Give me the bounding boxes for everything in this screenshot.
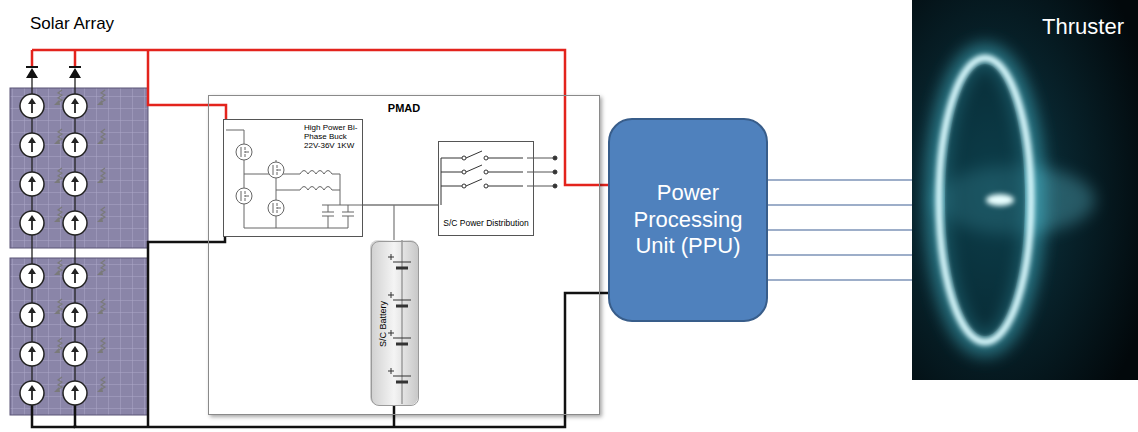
switch-symbol [462, 156, 466, 160]
solar-cell [63, 207, 105, 235]
thruster-image [986, 194, 1014, 206]
solar-array: Solar Array [8, 50, 150, 425]
battery-cell [388, 254, 394, 374]
buck-circuit [300, 171, 332, 175]
switch-symbol [488, 158, 523, 186]
battery-box: S/C Battery [371, 241, 419, 406]
wire [148, 50, 226, 119]
solar-panel [10, 258, 148, 415]
buck-circuit [322, 205, 334, 228]
wire [768, 179, 912, 180]
solar-cell [20, 90, 105, 405]
thruster-image [945, 64, 1025, 336]
ppu-box: Power Processing Unit (PPU) [608, 118, 768, 322]
switch-symbol [466, 151, 482, 186]
switch-symbol [484, 156, 488, 160]
battery-cell [393, 262, 411, 376]
solar-cell [20, 90, 62, 118]
diode-symbol [26, 50, 148, 78]
solar-cell [63, 377, 105, 405]
thruster-photo: Thruster [912, 0, 1138, 380]
pmad-box: PMAD High Power Bi-Phase Buck 22V-36V 1KW… [208, 95, 600, 415]
solar-cell [20, 299, 62, 327]
battery-cell [393, 205, 394, 240]
switch-symbol [441, 158, 442, 205]
solar-cell [20, 168, 62, 196]
switch-symbol [553, 170, 557, 174]
solar-panel [10, 88, 148, 415]
thruster-image [912, 0, 1138, 380]
buck-circuit [244, 220, 348, 228]
solar-cell [63, 260, 105, 288]
battery-cell [396, 268, 408, 382]
switch-symbol [527, 158, 553, 186]
solar-cell [63, 168, 105, 196]
return-wire [148, 236, 394, 427]
switch-symbol [441, 151, 557, 205]
buck-circuit [322, 174, 362, 205]
battery-cell [402, 240, 403, 404]
box-title: PMAD [388, 102, 420, 114]
return-wire [148, 236, 225, 427]
switch-symbol [553, 184, 557, 188]
solar-cell [63, 129, 105, 157]
string-wire [32, 78, 75, 427]
solar-cell [63, 338, 105, 366]
mosfet-symbol [268, 162, 284, 178]
battery-cell [388, 205, 411, 404]
mosfet-symbol [236, 144, 284, 216]
distribution-box: S/C Power Distribution [438, 141, 534, 236]
wire [768, 229, 912, 230]
solar-cell [63, 90, 105, 118]
wire [768, 204, 912, 205]
thruster-image [937, 55, 1033, 345]
switch-symbol [484, 184, 488, 188]
battery-label: S/C Battery [378, 300, 388, 346]
diode-symbol [26, 68, 81, 78]
return-wire [393, 405, 396, 427]
ppu-label: Power Processing Unit (PPU) [620, 180, 756, 259]
thruster-image [912, 0, 1138, 380]
switch-symbol [462, 184, 466, 188]
switch-symbol [553, 156, 557, 160]
wire [768, 279, 912, 280]
solar-cell [20, 129, 62, 157]
solar-cell [20, 338, 62, 366]
switch-symbol [462, 170, 466, 174]
thruster-label: Thruster [1042, 14, 1124, 40]
thruster-image [939, 58, 1031, 342]
battery-fill [370, 240, 418, 405]
buck-circuit [342, 205, 354, 228]
wire [363, 204, 438, 205]
solar-panel [10, 88, 148, 248]
buck-circuit [226, 130, 244, 220]
switch-symbol [484, 170, 488, 174]
switch-symbol [441, 158, 462, 186]
solar-cell [20, 207, 62, 235]
wire [148, 50, 608, 185]
wire [768, 254, 912, 255]
diode-symbol [26, 66, 81, 68]
diode-symbol [32, 50, 148, 67]
mosfet-symbol [268, 200, 284, 216]
solar-cell [20, 377, 62, 405]
mosfet-symbol [236, 188, 252, 204]
solar-cell [20, 260, 62, 288]
array-heading: Solar Array [30, 14, 114, 34]
converter-label: High Power Bi-Phase Buck 22V-36V 1KW [304, 123, 358, 151]
solar-cell [63, 299, 105, 327]
string-wire [32, 405, 75, 427]
mosfet-symbol [236, 144, 252, 160]
converter-box: High Power Bi-Phase Buck 22V-36V 1KW [223, 119, 363, 237]
buck-circuit [300, 187, 332, 191]
battery-fill [370, 240, 418, 405]
wire [75, 293, 608, 427]
distribution-label: S/C Power Distribution [443, 219, 529, 229]
